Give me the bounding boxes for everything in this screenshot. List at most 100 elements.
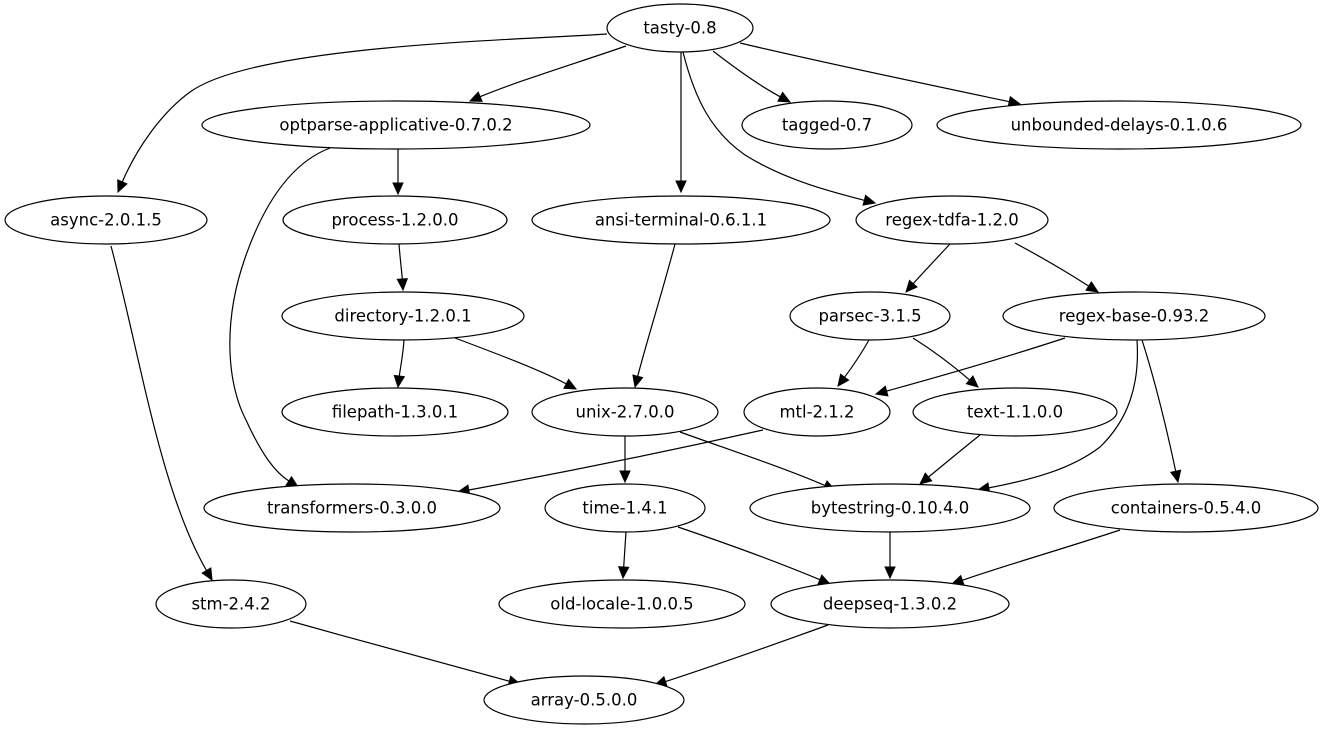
edge-line <box>398 339 405 377</box>
edge-time-to-deepseq <box>677 526 832 585</box>
node-label: tasty-0.8 <box>643 19 716 38</box>
arrowhead-icon <box>862 194 877 206</box>
edge-line <box>912 337 970 381</box>
edge-line <box>928 434 981 478</box>
edge-line <box>886 337 1066 392</box>
node-ellipse <box>281 291 525 341</box>
node-ellipse <box>741 100 913 150</box>
arrowhead-icon <box>1169 469 1182 484</box>
node-ellipse <box>1002 291 1266 341</box>
edge-tasty-to-tagged <box>712 50 792 103</box>
node-label: unbounded-delays-0.1.0.6 <box>1011 116 1228 135</box>
node-label: parsec-3.1.5 <box>818 307 921 326</box>
node-ellipse <box>531 195 831 245</box>
node-label: filepath-1.3.0.1 <box>332 403 458 422</box>
node-ellipse <box>498 579 746 629</box>
node-regexbase: regex-base-0.93.2 <box>1002 291 1266 341</box>
node-containers: containers-0.5.4.0 <box>1053 483 1319 533</box>
edge-tasty-to-regextdfa <box>682 51 877 206</box>
node-ellipse <box>743 387 891 437</box>
edge-line <box>1141 339 1177 472</box>
node-ellipse <box>531 387 719 437</box>
arrowhead-icon <box>777 91 792 103</box>
node-ellipse <box>544 483 706 533</box>
arrowhead-icon <box>632 374 644 389</box>
arrowhead-icon <box>965 375 979 388</box>
node-label: directory-1.2.0.1 <box>334 307 471 326</box>
node-ellipse <box>936 100 1302 150</box>
node-label: transformers-0.3.0.0 <box>267 499 437 518</box>
node-oldlocale: old-locale-1.0.0.5 <box>498 579 746 629</box>
node-ellipse <box>606 3 754 53</box>
node-mtl: mtl-2.1.2 <box>743 387 891 437</box>
node-ellipse <box>282 195 508 245</box>
node-stm: stm-2.4.2 <box>155 579 307 629</box>
node-ansi: ansi-terminal-0.6.1.1 <box>531 195 831 245</box>
node-tasty: tasty-0.8 <box>606 3 754 53</box>
node-label: old-locale-1.0.0.5 <box>550 595 693 614</box>
edge-line <box>398 243 403 280</box>
edge-tasty-to-optparse <box>468 45 627 102</box>
node-async: async-2.0.1.5 <box>4 195 208 245</box>
node-deepseq: deepseq-1.3.0.2 <box>770 579 1010 629</box>
edge-stm-to-array <box>289 620 522 687</box>
node-label: stm-2.4.2 <box>191 595 270 614</box>
edge-async-to-stm <box>110 245 213 582</box>
edge-tasty-to-ansi <box>675 51 687 194</box>
node-label: optparse-applicative-0.7.0.2 <box>279 116 512 135</box>
node-label: regex-base-0.93.2 <box>1059 307 1209 326</box>
edge-line <box>682 51 865 201</box>
node-transformers: transformers-0.3.0.0 <box>203 483 501 533</box>
arrowhead-icon <box>117 179 128 194</box>
edge-regexbase-to-containers <box>1141 339 1182 484</box>
node-ellipse <box>770 579 1010 629</box>
node-ellipse <box>1053 483 1319 533</box>
edge-line <box>479 45 627 98</box>
arrowhead-icon <box>1085 280 1100 293</box>
edge-line <box>1014 242 1090 287</box>
edge-line <box>637 243 676 377</box>
edge-line <box>739 42 1010 103</box>
node-ellipse <box>203 483 501 533</box>
node-label: bytestring-0.10.4.0 <box>811 499 969 518</box>
edge-line <box>665 624 829 683</box>
arrowhead-icon <box>393 374 406 389</box>
edge-time-to-oldlocale <box>617 531 630 580</box>
edge-line <box>962 529 1121 581</box>
edge-containers-to-deepseq <box>950 529 1121 586</box>
edge-unix-to-time <box>619 436 631 484</box>
node-ellipse <box>201 100 591 150</box>
node-array: array-0.5.0.0 <box>483 675 685 725</box>
arrowhead-icon <box>468 91 483 102</box>
node-tagged: tagged-0.7 <box>741 100 913 150</box>
node-bytestring: bytestring-0.10.4.0 <box>749 483 1031 533</box>
edge-optparse-to-process <box>392 149 404 196</box>
node-label: async-2.0.1.5 <box>50 211 162 230</box>
node-label: time-1.4.1 <box>582 499 667 518</box>
node-optparse: optparse-applicative-0.7.0.2 <box>201 100 591 150</box>
edge-line <box>121 33 608 183</box>
arrowhead-icon <box>619 470 631 484</box>
node-label: array-0.5.0.0 <box>531 691 638 710</box>
edge-line <box>110 245 208 571</box>
edge-text-to-bytestring <box>919 434 981 485</box>
edge-line <box>468 429 764 491</box>
node-label: text-1.1.0.0 <box>967 403 1063 422</box>
node-ellipse <box>483 675 685 725</box>
node-unbounded: unbounded-delays-0.1.0.6 <box>936 100 1302 150</box>
edge-line <box>454 337 567 385</box>
edge-tasty-to-async <box>117 33 608 194</box>
node-text: text-1.1.0.0 <box>912 387 1118 437</box>
edge-line <box>844 339 870 378</box>
edge-directory-to-unix <box>454 337 578 390</box>
node-ellipse <box>281 387 509 437</box>
node-ellipse <box>912 387 1118 437</box>
arrowhead-icon <box>396 278 409 292</box>
edge-process-to-directory <box>396 243 409 292</box>
node-unix: unix-2.7.0.0 <box>531 387 719 437</box>
edge-layer <box>110 33 1182 687</box>
node-process: process-1.2.0.0 <box>282 195 508 245</box>
edge-directory-to-filepath <box>393 339 406 389</box>
node-label: tagged-0.7 <box>782 116 872 135</box>
